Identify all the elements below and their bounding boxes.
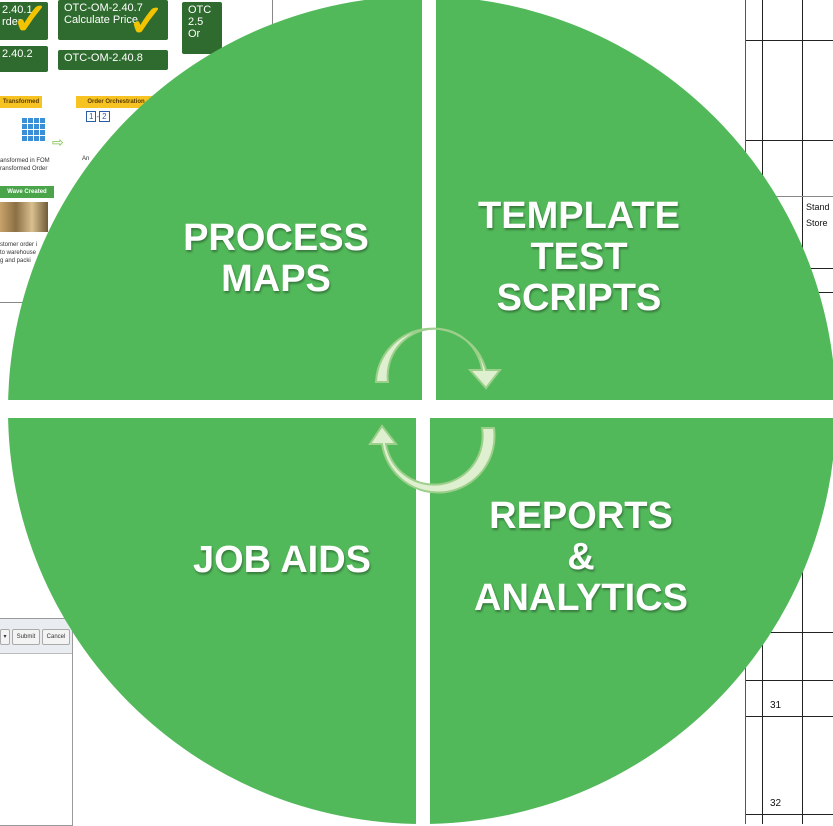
quadrant-label-job-aids: JOB AIDS [192, 539, 372, 581]
process-note: ransformed Order [0, 166, 48, 172]
checkmark-icon: ✓ [12, 0, 49, 44]
process-step-box: 2.40.2 [0, 46, 48, 72]
process-note: ansformed in FOM [0, 158, 50, 164]
grid-line [746, 632, 833, 633]
quadrant-label-template-test-scripts: TEMPLATE TEST SCRIPTS [478, 195, 680, 320]
process-tab: Transformed [0, 96, 42, 108]
dropdown-button[interactable]: ▾ [0, 629, 10, 645]
process-note: stomer order i [0, 242, 38, 248]
horizontal-divider [0, 400, 833, 418]
job-aid-form: ▾ Submit Cancel [0, 618, 73, 826]
row-number: 31 [770, 700, 782, 711]
vertical-divider [422, 0, 436, 412]
cancel-button[interactable]: Cancel [42, 629, 70, 645]
flow-arrow-icon: ⇨ [52, 134, 64, 150]
process-step-box: OTC-OM-2.40.7 Calculate Price [58, 0, 168, 40]
process-step-box: OTC 2.5 Or [182, 2, 222, 54]
quadrant-label-reports-analytics: REPORTS & ANALYTICS [474, 495, 688, 620]
grid-line [746, 196, 833, 197]
process-note: g and packi [0, 258, 31, 264]
grid-line [746, 40, 833, 41]
process-tab: Order Orchestration [76, 96, 156, 108]
row-number: 32 [770, 798, 782, 809]
grid-icon [22, 118, 45, 141]
grid-line [746, 716, 833, 717]
vertical-divider [416, 410, 430, 824]
warehouse-image [0, 202, 48, 232]
cycle-arrow-top-icon [374, 327, 503, 390]
process-tab: Wave Created [0, 186, 54, 198]
submit-button[interactable]: Submit [12, 629, 40, 645]
grid-line [746, 680, 833, 681]
grid-line [746, 140, 833, 141]
sheet-cell: Stand [806, 202, 830, 212]
process-step-box: 2.40.1 rder [0, 2, 48, 40]
quadrant-label-process-maps: PROCESS MAPS [183, 217, 369, 301]
grid-line [746, 814, 833, 815]
process-note: to warehouse [0, 250, 37, 256]
cycle-arrow-bottom-icon [368, 424, 496, 494]
sheet-cell: Store [806, 218, 828, 228]
process-step-box: OTC-OM-2.40.8 [58, 50, 168, 70]
step-indicator: 1-2 [86, 111, 110, 122]
checkmark-icon: ✓ [128, 0, 165, 46]
process-note: An [82, 156, 90, 162]
